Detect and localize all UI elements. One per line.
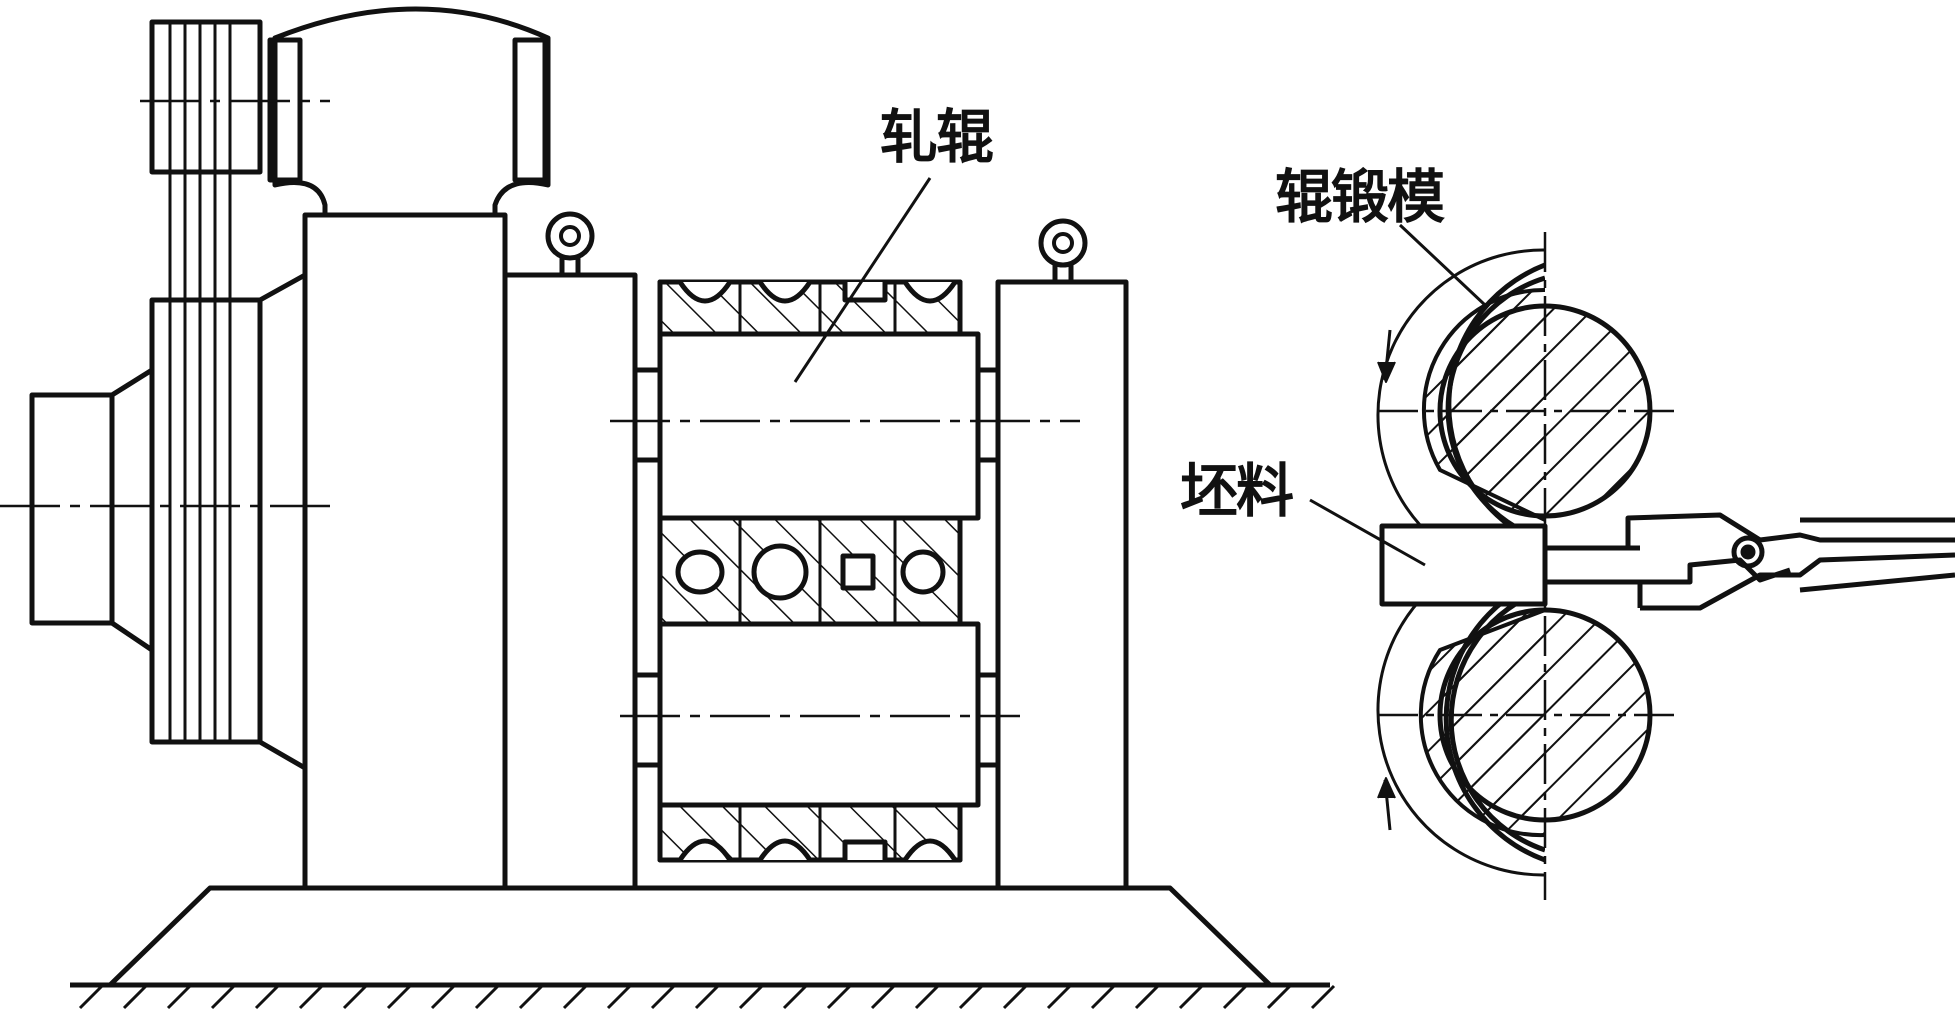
machine-base [108, 885, 1272, 987]
tongs [1625, 512, 1955, 611]
upper-roll [657, 331, 981, 521]
label-forging-die: 辊锻模 [1275, 163, 1445, 231]
ground-hatch-mark [166, 984, 192, 1010]
ground-hatch-mark [914, 984, 940, 1010]
centerlines [0, 99, 1080, 718]
ground-hatch-mark [386, 984, 412, 1010]
leader-roll [793, 177, 932, 383]
ground-hatch-mark [870, 984, 896, 1010]
ground-hatch-mark [254, 984, 280, 1010]
adjust-screw-right [1038, 218, 1088, 282]
ground-hatch-mark [1310, 984, 1336, 1010]
label-blank: 坯料 [1180, 457, 1294, 525]
motor [267, 6, 551, 218]
hub [29, 367, 155, 653]
pulley [149, 19, 308, 771]
lower-roll [657, 621, 981, 808]
label-roll: 轧辊 [880, 103, 994, 171]
ground-hatch-mark [298, 984, 324, 1010]
ground-hatch-mark [1134, 984, 1160, 1010]
right-column [995, 279, 1129, 891]
leader-forging-die [1398, 223, 1487, 307]
left-frame [302, 212, 508, 891]
ground-hatch-mark [694, 984, 720, 1010]
ground-hatch-mark [1266, 984, 1292, 1010]
ground-hatch-mark [518, 984, 544, 1010]
ground-hatch-mark [606, 984, 632, 1010]
ground-hatch-mark [782, 984, 808, 1010]
ground-hatch-mark [958, 984, 984, 1010]
ground-hatch-mark [562, 984, 588, 1010]
ground-hatch-mark [474, 984, 500, 1010]
left-column [502, 272, 638, 891]
ground-hatch-mark [1178, 984, 1204, 1010]
ground-hatch-mark [430, 984, 456, 1010]
ground-hatch-mark [826, 984, 852, 1010]
leader-blank [1309, 498, 1426, 567]
forging-detail [1376, 232, 1955, 900]
ground-hatch-mark [78, 984, 104, 1010]
roll-stand [632, 275, 1001, 888]
ground-hatch-mark [650, 984, 676, 1010]
ground-hatch-mark [1002, 984, 1028, 1010]
ground-hatch-mark [1222, 984, 1248, 1010]
ground [70, 982, 1336, 1010]
ground-hatch-mark [1046, 984, 1072, 1010]
blank [1379, 523, 1548, 607]
ground-hatch-mark [122, 984, 148, 1010]
ground-hatch-mark [342, 984, 368, 1010]
ground-hatch-mark [210, 984, 236, 1010]
adjust-screw-left [545, 211, 595, 275]
ground-hatch-mark [1090, 984, 1116, 1010]
ground-hatch-mark [738, 984, 764, 1010]
